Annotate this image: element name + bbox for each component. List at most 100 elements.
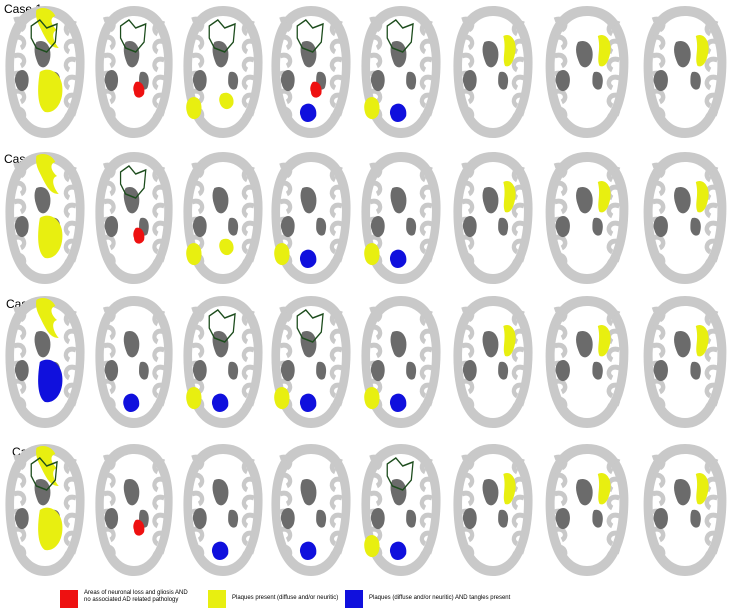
slice-r4-c1-deep-gray — [34, 478, 51, 506]
slice-r3-c5-gyrus — [419, 346, 433, 363]
slice-r1-c2-gyrus — [152, 110, 166, 127]
slice-r1-c5-gyrus — [419, 38, 433, 55]
slice-r3-c4-gyrus — [279, 324, 293, 341]
slice-r4-c3-gyrus — [241, 458, 255, 475]
slice-r3-c1-gyrus — [63, 346, 77, 363]
brain-slice — [95, 6, 173, 138]
slice-r3-c4-deep-gray — [280, 359, 295, 382]
slice-r1-c8-gyrus — [651, 16, 666, 33]
slice-r4-c7-gyrus — [606, 494, 621, 511]
slice-r1-c7-gyrus — [553, 88, 568, 105]
slice-r1-c6-gyrus — [461, 16, 475, 33]
slice-r3-c2-gyrus — [102, 342, 116, 359]
slice-r3-c8-gyrus — [651, 378, 666, 395]
slice-r1-c1-gyrus — [63, 92, 77, 109]
slice-r4-c7-gyrus — [553, 472, 568, 489]
slice-r3-c3-gyrus — [191, 378, 205, 395]
slice-r3-c7-gyrus — [553, 342, 568, 359]
slice-r2-c2-deep-gray — [104, 215, 119, 238]
slice-r2-c6-gyrus — [511, 238, 525, 255]
slice-r1-c5-gyrus — [419, 20, 433, 37]
slice-r2-c4-gyrus — [329, 166, 343, 183]
slice-r4-c3-gyrus — [191, 490, 205, 507]
brain-slice — [453, 296, 533, 428]
slice-r2-c6-gyrus — [461, 252, 475, 269]
slice-r2-c4-gyrus — [279, 198, 293, 215]
slice-r4-c3-gyrus — [241, 494, 255, 511]
slice-r4-c5-gyrus — [369, 472, 383, 489]
slice-r1-c4-gyrus — [279, 106, 293, 123]
brain-slice — [361, 296, 441, 428]
slice-r1-c3-gyrus — [191, 16, 205, 33]
slice-r1-c2-gyrus — [152, 74, 166, 91]
slice-r4-c5-tangles-region — [389, 541, 407, 560]
slice-r1-c6-deep-gray — [498, 71, 509, 90]
slice-r3-c5-gyrus — [369, 342, 383, 359]
slice-r3-c7-gyrus — [553, 396, 568, 413]
slice-r2-c1-deep-gray — [14, 215, 29, 238]
slice-r1-c6-gyrus — [511, 56, 525, 73]
slice-r4-c7-deep-gray — [576, 478, 593, 506]
slice-r1-c3-gyrus — [241, 20, 255, 37]
slice-r2-c4-gyrus — [329, 238, 343, 255]
slice-r4-c4-gyrus — [279, 454, 293, 471]
slice-r1-c4-neuronal-loss-region — [310, 81, 322, 98]
slice-r4-c7-gyrus — [606, 512, 621, 529]
slice-r3-c6-gyrus — [511, 346, 525, 363]
slice-r1-c5-white-matter — [370, 16, 432, 128]
slice-r4-c4-gyrus — [279, 490, 293, 507]
legend-item-neuronal-loss: Areas of neuronal loss and gliosis AND n… — [60, 590, 188, 608]
slice-r4-c8-gyrus — [651, 454, 666, 471]
slice-r1-c2-neuronal-loss-region — [133, 81, 145, 98]
slice-r1-c8-gyrus — [704, 110, 719, 127]
slice-r2-c5-gyrus — [369, 162, 383, 179]
brain-slice — [361, 6, 441, 138]
legend-swatch-neuronal-loss — [60, 590, 78, 608]
slice-r1-c5-gyrus — [419, 92, 433, 109]
slice-r1-c7-gyrus — [606, 56, 621, 73]
slice-r2-c7-deep-gray — [592, 217, 603, 236]
slice-r3-c7-gyrus — [606, 310, 621, 327]
slice-r4-c7-plaques-region — [597, 472, 611, 505]
slice-r2-c6-gyrus — [511, 166, 525, 183]
slice-r2-c2-deep-gray — [123, 186, 140, 214]
slice-r3-c2-gyrus — [102, 378, 116, 395]
slice-r3-c7-gyrus — [606, 346, 621, 363]
slice-r1-c7-deep-gray — [592, 71, 603, 90]
slice-r1-c6-deep-gray — [482, 40, 499, 68]
brain-slice — [643, 296, 727, 428]
brain-slice — [5, 444, 85, 576]
slice-r1-c3-gyrus — [241, 74, 255, 91]
slice-r4-c3-gyrus — [241, 476, 255, 493]
slice-r3-c4-white-matter — [280, 306, 342, 418]
slice-r4-c1-gyrus — [63, 494, 77, 511]
slice-r1-c7-plaques-region — [597, 34, 611, 67]
brain-slice — [453, 6, 533, 138]
slice-r4-c1-outlined-area — [30, 457, 58, 491]
slice-r4-c2-deep-gray — [104, 507, 119, 530]
slice-r3-c1-plaques-region — [36, 298, 59, 338]
brain-slice — [271, 444, 351, 576]
slice-r1-c4-deep-gray — [300, 40, 317, 68]
slice-r2-c6-deep-gray — [482, 186, 499, 214]
slice-r2-c3-white-matter — [192, 162, 254, 274]
slice-r1-c1-gyrus — [63, 74, 77, 91]
slice-r1-c8-gyrus — [704, 74, 719, 91]
slice-r2-c2-gyrus — [102, 198, 116, 215]
slice-r2-c1-gyrus — [13, 180, 27, 197]
slice-r3-c8-gyrus — [651, 396, 666, 413]
slice-r4-c2-gyrus — [102, 526, 116, 543]
slice-r1-c8-gyrus — [651, 52, 666, 69]
brain-slice — [183, 444, 263, 576]
slice-r3-c4-gyrus — [279, 378, 293, 395]
slice-r1-c3-gyrus — [241, 110, 255, 127]
slice-r2-c7-plaques-region — [597, 180, 611, 213]
slice-r3-c3-outlined-area — [208, 309, 236, 343]
slice-r2-c6-deep-gray — [462, 215, 477, 238]
legend-swatch-plaques — [208, 590, 226, 608]
slice-r2-c5-plaques-region — [364, 242, 380, 266]
slice-r3-c3-gyrus — [191, 324, 205, 341]
slice-r1-c5-deep-gray — [370, 69, 385, 92]
slice-r1-c1-gyrus — [63, 56, 77, 73]
slice-r2-c5-gyrus — [369, 234, 383, 251]
